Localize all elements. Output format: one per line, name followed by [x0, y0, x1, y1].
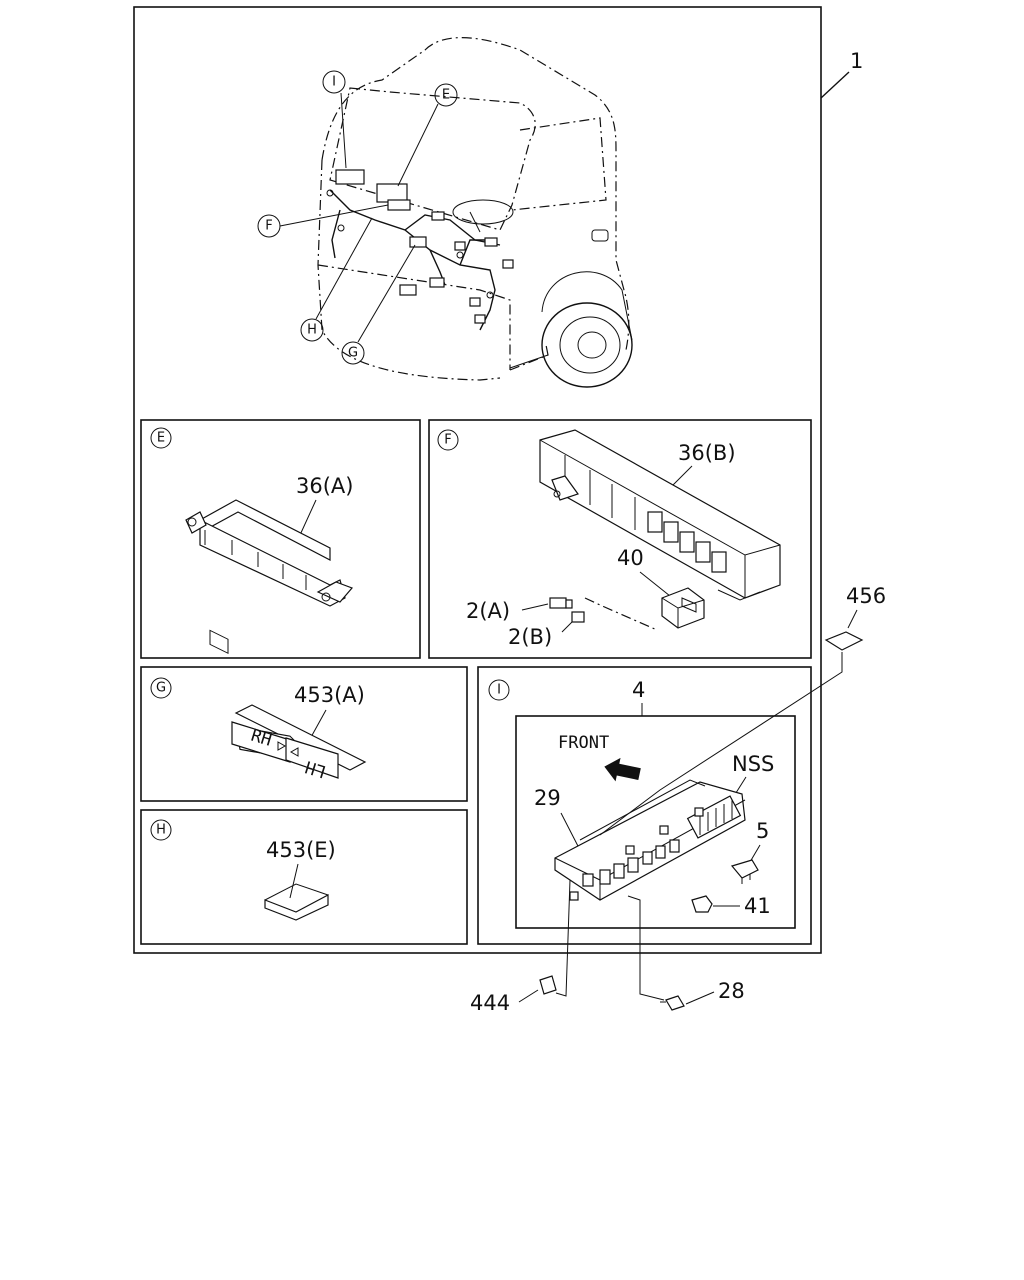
connector-2a — [549, 597, 567, 609]
clip-41 — [691, 895, 713, 913]
part-29-label: 29 — [534, 786, 561, 810]
part-28-label: 28 — [718, 979, 745, 1003]
fuse-5 — [730, 859, 759, 879]
part-2b-label: 2(B) — [508, 625, 552, 649]
part-36b-label: 36(B) — [678, 441, 736, 465]
panel-f: F 36(B) 40 2(A) 2(B) — [428, 419, 812, 659]
part-36a-label: 36(A) — [296, 474, 353, 498]
svg-text:I: I — [332, 75, 336, 90]
main-ref-label: 1 — [850, 49, 863, 73]
tape-453a: RH LH — [231, 704, 367, 781]
part-40-label: 40 — [617, 546, 644, 570]
front-arrow-icon — [604, 757, 641, 782]
part-453e-label: 453(E) — [266, 838, 336, 862]
clip-444 — [539, 975, 557, 995]
callout-h-circle — [300, 318, 324, 342]
svg-text:F: F — [265, 219, 272, 234]
callout-e-circle — [434, 83, 458, 107]
connector-2b — [571, 611, 585, 623]
svg-text:H: H — [307, 323, 317, 338]
front-wheel — [509, 271, 633, 388]
part-4-label: 4 — [632, 678, 645, 702]
tape-453e — [264, 894, 329, 921]
panel-i-tag: I — [497, 683, 501, 698]
screw-28 — [665, 995, 685, 1011]
relay-40 — [661, 587, 705, 629]
panel-g: G 453(A) RH LH — [140, 666, 468, 802]
part-456-label: 456 — [846, 584, 886, 608]
svg-text:G: G — [348, 346, 358, 361]
callout-i-circle — [322, 70, 346, 94]
svg-text:E: E — [442, 88, 450, 103]
panel-i: I 4 FRONT NSS 29 5 — [477, 666, 812, 945]
fuse-box-assembly — [554, 779, 746, 901]
panel-e: E 36(A) — [140, 419, 421, 659]
fuse-box-inset — [515, 715, 796, 929]
nss-label: NSS — [732, 752, 774, 776]
part-444-label: 444 — [470, 991, 510, 1015]
panel-f-tag: F — [444, 433, 451, 448]
fuse-block-36a — [185, 499, 354, 654]
part-41-label: 41 — [744, 894, 771, 918]
main-frame — [133, 6, 822, 954]
callout-f-circle — [257, 214, 281, 238]
label-456 — [824, 631, 864, 651]
truck-cab-overview: I E F H G — [257, 37, 633, 388]
panel-g-tag: G — [156, 681, 166, 696]
panel-h: H 453(E) — [140, 809, 468, 945]
fuse-block-36b — [539, 429, 781, 601]
panel-h-tag: H — [156, 823, 166, 838]
part-5-label: 5 — [756, 819, 769, 843]
part-2a-label: 2(A) — [466, 599, 510, 623]
panel-e-tag: E — [157, 431, 165, 446]
part-453a-label: 453(A) — [294, 683, 365, 707]
front-label: FRONT — [558, 733, 609, 753]
callout-g-circle — [341, 341, 365, 365]
